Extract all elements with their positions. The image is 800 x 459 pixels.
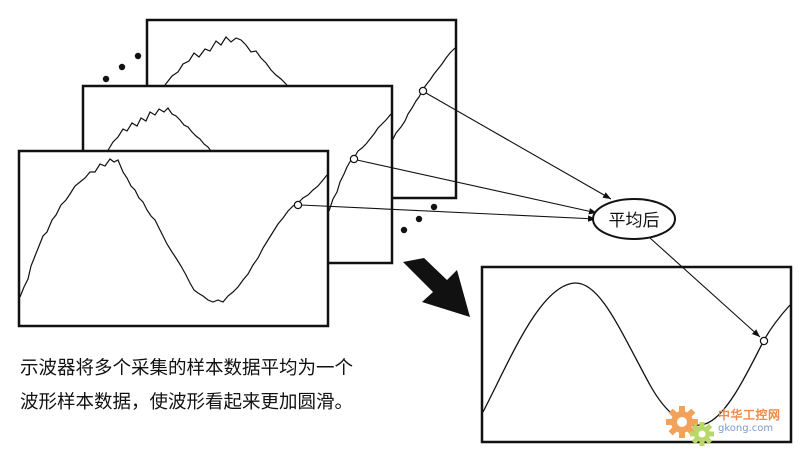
average-node: 平均后: [592, 198, 676, 240]
watermark-url: gkong.com: [718, 423, 774, 434]
sample-point-3: [418, 86, 428, 96]
caption-line-1: 示波器将多个采集的样本数据平均为一个: [20, 358, 354, 379]
caption: 示波器将多个采集的样本数据平均为一个 波形样本数据，使波形看起来更加圆滑。: [20, 352, 480, 420]
arrow-average-to-result: [649, 237, 761, 338]
sample-markers: [293, 86, 769, 346]
ellipsis-dots-top: [102, 52, 142, 83]
sample-point-2: [349, 154, 359, 164]
noisy-waveform-2-right: [328, 113, 392, 212]
arrow-sample-3-to-average: [425, 92, 612, 200]
averaged-point: [759, 336, 769, 346]
ellipsis-dots-bottom: [400, 203, 438, 234]
noisy-waveform-3: [164, 36, 290, 89]
average-label: 平均后: [609, 211, 660, 231]
gear-icon: [666, 406, 714, 446]
arrow-sample-1-to-average: [300, 204, 597, 222]
big-arrow-icon: [403, 258, 470, 317]
sample-frame-1: [17, 149, 330, 328]
watermark: 中华工控网 gkong.com: [666, 404, 796, 454]
caption-line-2: 波形样本数据，使波形看起来更加圆滑。: [20, 392, 354, 413]
sample-point-1: [293, 200, 303, 210]
arrow-sample-2-to-average: [356, 159, 598, 215]
watermark-site-name: 中华工控网: [718, 408, 781, 422]
connector-arrows: [300, 92, 761, 338]
averaged-frame: [480, 265, 793, 444]
noisy-waveform-2: [106, 107, 212, 153]
noisy-waveform-1: [19, 158, 328, 303]
